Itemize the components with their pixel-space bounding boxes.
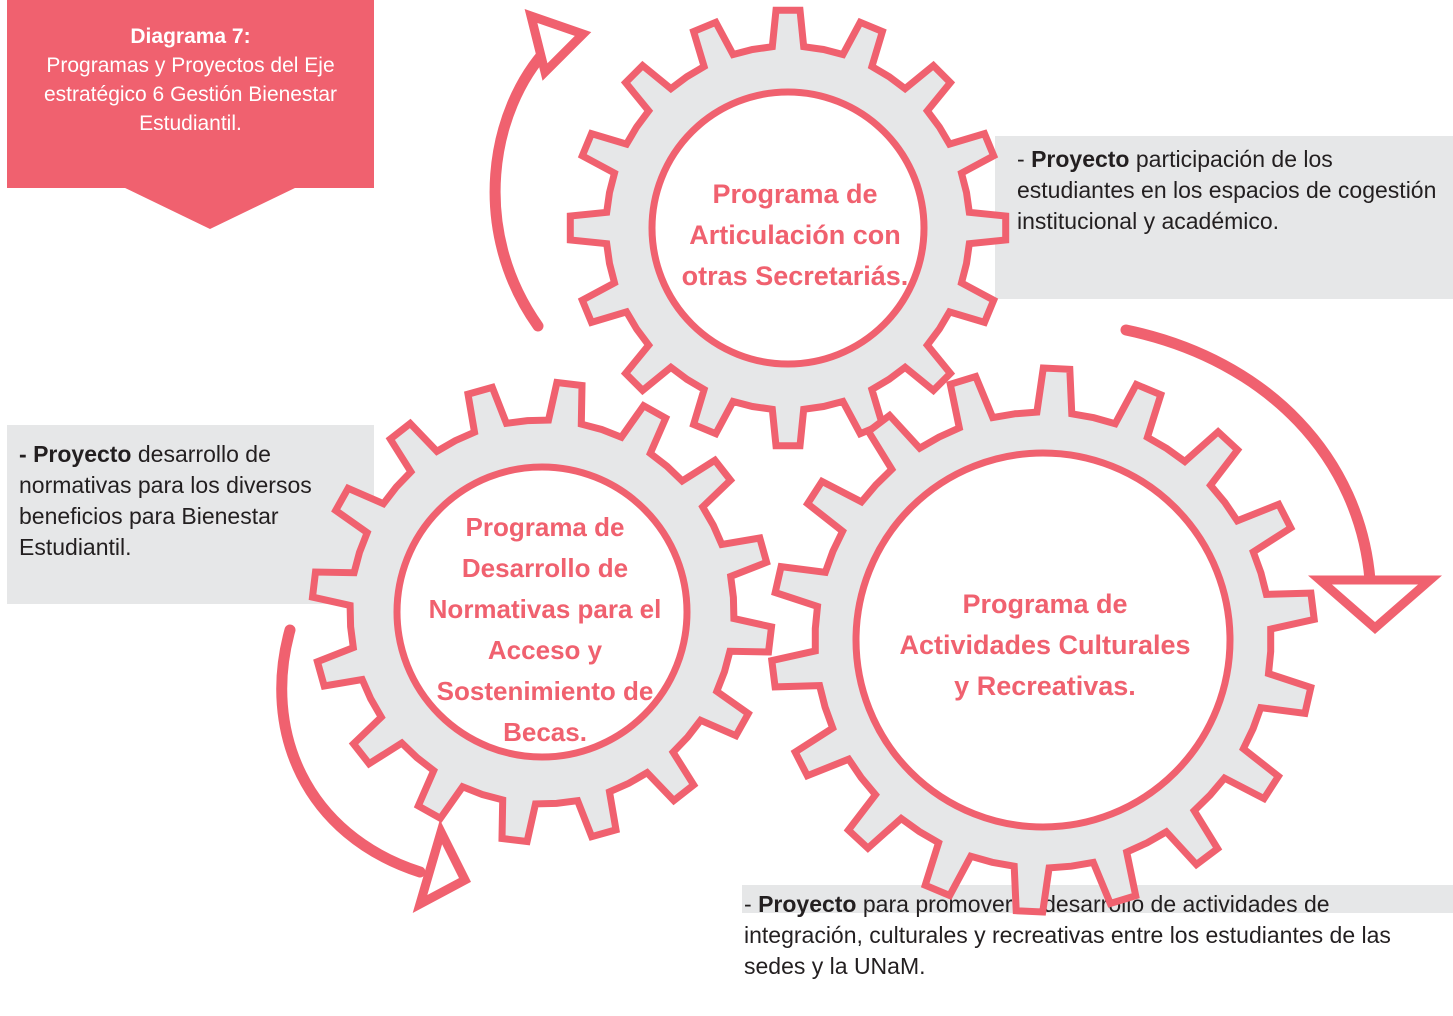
gear-top-label-text: Programa de Articulación con otras Secre… — [681, 178, 909, 291]
arrow-head-bottom — [412, 819, 471, 913]
note-bottom-prefix: - — [744, 891, 759, 917]
arrow-heads — [412, 9, 1442, 913]
note-left-prefix: - — [19, 441, 34, 467]
gear-left-label-text: Programa de Desarrollo de Normativas par… — [428, 512, 662, 747]
gear-right-label-text: Programa de Actividades Culturales y Rec… — [899, 588, 1191, 701]
gear-top — [566, 6, 1010, 450]
diagram-title: Diagrama 7: — [130, 25, 251, 48]
note-left-text: desarrollo de normativas para los divers… — [19, 441, 312, 560]
note-bottom-bold: Proyecto — [758, 891, 857, 917]
gear-left — [308, 378, 776, 846]
arrow-head-right — [1308, 575, 1442, 634]
gear-top-hub — [648, 88, 928, 368]
note-left-bold: Proyecto — [33, 441, 132, 467]
gear-right-hub — [852, 449, 1234, 831]
gear-right-label: Programa de Actividades Culturales y Rec… — [895, 530, 1195, 760]
gear-top-label: Programa de Articulación con otras Secre… — [660, 140, 930, 330]
arrow-bottom-left-shaft — [276, 624, 426, 878]
gear-right — [767, 364, 1319, 916]
arrow-top-left-shaft — [489, 42, 554, 332]
arrow-head-top — [524, 9, 592, 81]
gear-left-hub — [393, 463, 691, 761]
note-top-bold: Proyecto — [1031, 146, 1130, 172]
curved-arrows — [276, 42, 1376, 878]
arrow-top-right-shaft — [1120, 324, 1376, 586]
note-bottom-project: - Proyecto para promover el desarrollo d… — [742, 885, 1453, 1016]
note-top-project: - Proyecto participación de los estudian… — [995, 136, 1453, 299]
diagram-title-box: Diagrama 7: Programas y Proyectos del Ej… — [7, 0, 374, 188]
note-top-prefix: - — [1017, 146, 1032, 172]
note-top-text: participación de los estudiantes en los … — [1017, 146, 1437, 234]
gear-left-label: Programa de Desarrollo de Normativas par… — [400, 470, 690, 790]
note-bottom-text: para promover el desarrollo de actividad… — [744, 891, 1391, 979]
diagram-subtitle: Programas y Proyectos del Eje estratégic… — [44, 54, 337, 135]
title-box-pointer — [123, 187, 297, 229]
